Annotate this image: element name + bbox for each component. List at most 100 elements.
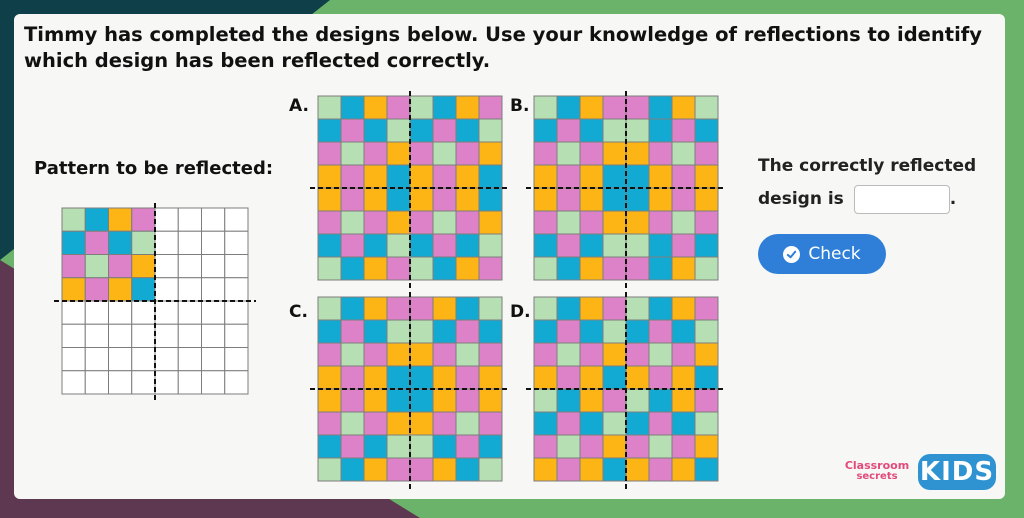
answer-input[interactable]: [853, 184, 950, 214]
logo-secrets-text: secrets: [856, 471, 898, 482]
option-d-grid[interactable]: [526, 292, 726, 489]
option-c-cell: [455, 411, 480, 436]
pattern-cell: [201, 300, 226, 325]
option-d-cell: [625, 388, 650, 413]
pattern-cell: [201, 207, 226, 232]
pattern-cell: [131, 347, 156, 372]
option-a-cell: [409, 210, 434, 235]
option-d-cell: [694, 434, 719, 459]
option-b-cell: [671, 210, 696, 235]
option-a-grid[interactable]: [310, 91, 510, 288]
option-b-cell: [602, 118, 627, 143]
option-a-cell: [386, 141, 411, 166]
option-b-cell: [533, 118, 558, 143]
pattern-cell: [61, 300, 86, 325]
option-b-cell: [556, 187, 581, 212]
option-c-cell: [455, 457, 480, 482]
option-c-cell: [363, 457, 388, 482]
option-a-cell: [386, 118, 411, 143]
option-d-cell: [625, 457, 650, 482]
option-d-cell: [579, 434, 604, 459]
pattern-cell: [177, 300, 202, 325]
option-c-grid[interactable]: [310, 292, 510, 489]
option-d-cell: [556, 411, 581, 436]
option-b-cell: [533, 141, 558, 166]
option-d-cell: [694, 365, 719, 390]
option-d-cell: [533, 411, 558, 436]
option-d-cell: [602, 365, 627, 390]
classroom-secrets-logo: Classroom secrets: [842, 460, 912, 482]
option-d-cell: [602, 319, 627, 344]
option-d-cell: [694, 388, 719, 413]
option-b-cell: [694, 95, 719, 120]
option-b-cell: [694, 141, 719, 166]
option-b-cell: [579, 141, 604, 166]
option-d-cell: [694, 319, 719, 344]
option-a-cell: [478, 95, 503, 120]
option-a-cell: [317, 95, 342, 120]
option-a-cell: [432, 95, 457, 120]
option-d-cell: [533, 388, 558, 413]
option-b-grid[interactable]: [526, 91, 726, 288]
option-d-cell: [602, 296, 627, 321]
pattern-cell: [108, 370, 133, 395]
option-a-cell: [432, 233, 457, 258]
option-c-cell: [409, 342, 434, 367]
option-a-cell: [317, 187, 342, 212]
option-d-cell: [648, 434, 673, 459]
option-c-cell: [317, 365, 342, 390]
option-c-cell: [363, 388, 388, 413]
pattern-cell: [177, 254, 202, 279]
option-b-cell: [579, 95, 604, 120]
option-d-cell: [625, 411, 650, 436]
option-c-cell: [386, 342, 411, 367]
option-a-cell: [340, 187, 365, 212]
option-d-cell: [625, 319, 650, 344]
answer-prompt: The correctly reflected design is .: [758, 150, 998, 216]
option-c-cell: [478, 296, 503, 321]
option-b-cell: [694, 187, 719, 212]
option-c-cell: [478, 411, 503, 436]
option-d-cell: [533, 342, 558, 367]
option-b-cell: [671, 118, 696, 143]
option-b-cell: [671, 95, 696, 120]
option-b-cell: [625, 95, 650, 120]
pattern-cell: [154, 254, 179, 279]
pattern-cell: [108, 254, 133, 279]
option-b-cell: [671, 141, 696, 166]
pattern-cell: [61, 207, 86, 232]
pattern-cell: [224, 370, 249, 395]
option-b-cell: [602, 95, 627, 120]
option-d-cell: [625, 434, 650, 459]
pattern-cell: [224, 300, 249, 325]
option-d-cell: [671, 342, 696, 367]
pattern-cell: [61, 254, 86, 279]
option-b-cell: [533, 233, 558, 258]
option-a-cell: [432, 164, 457, 189]
option-a-cell: [409, 141, 434, 166]
pattern-cell: [131, 277, 156, 302]
option-a-cell: [363, 210, 388, 235]
option-b-cell: [625, 187, 650, 212]
option-b-cell: [579, 164, 604, 189]
option-a-cell: [340, 256, 365, 281]
check-button[interactable]: Check: [758, 234, 886, 274]
option-c-cell: [340, 296, 365, 321]
option-c-cell: [386, 457, 411, 482]
option-a-cell: [478, 187, 503, 212]
option-b-cell: [602, 164, 627, 189]
option-c-cell: [409, 296, 434, 321]
option-c-cell: [478, 388, 503, 413]
option-c-cell: [455, 365, 480, 390]
option-c-cell: [363, 319, 388, 344]
option-a-label: A.: [289, 96, 309, 116]
option-a-cell: [432, 210, 457, 235]
pattern-cell: [61, 347, 86, 372]
option-d-cell: [671, 388, 696, 413]
pattern-cell: [84, 347, 109, 372]
option-c-cell: [432, 296, 457, 321]
option-b-cell: [602, 233, 627, 258]
pattern-grid: [54, 203, 256, 402]
option-a-cell: [455, 187, 480, 212]
option-b-cell: [694, 210, 719, 235]
